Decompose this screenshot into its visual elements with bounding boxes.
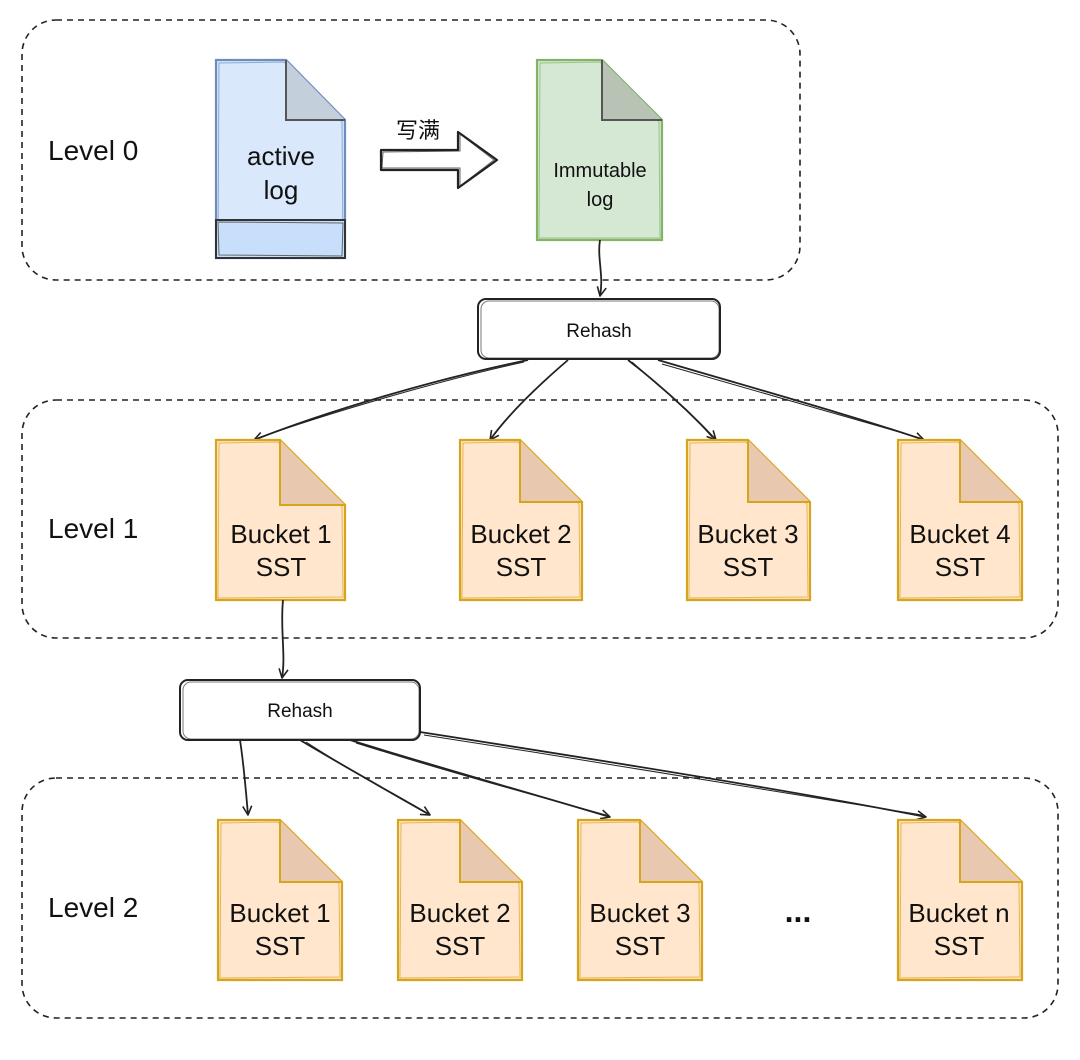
level2-bucket-2-name: Bucket 2 bbox=[409, 898, 510, 928]
level-0-label: Level 0 bbox=[48, 135, 138, 166]
level2-bucket-n: Bucket n SST bbox=[896, 818, 1024, 982]
active-log-document: active log bbox=[214, 58, 347, 260]
active-log-label-line2: log bbox=[264, 175, 299, 205]
level2-bucket-2: Bucket 2 SST bbox=[396, 818, 524, 982]
level1-bucket-3: Bucket 3 SST bbox=[685, 438, 812, 602]
active-log-label-line1: active bbox=[247, 141, 315, 171]
level1-bucket-1: Bucket 1 SST bbox=[214, 438, 347, 602]
immutable-log-document: Immutable log bbox=[535, 58, 664, 242]
ellipsis: ... bbox=[785, 893, 812, 929]
arrow-immutable-to-rehash bbox=[596, 239, 607, 297]
write-full-arrow: 写满 bbox=[379, 118, 499, 190]
level-0-container bbox=[21, 19, 801, 281]
level-2-label: Level 2 bbox=[48, 892, 138, 923]
level2-bucket-1-name: Bucket 1 bbox=[229, 898, 330, 928]
level2-bucket-n-type: SST bbox=[934, 931, 985, 961]
level1-bucket-3-type: SST bbox=[723, 552, 774, 582]
immutable-log-label-line2: log bbox=[587, 189, 614, 211]
arrow-bucket1-to-rehash2 bbox=[278, 599, 289, 679]
level1-bucket-1-name: Bucket 1 bbox=[230, 519, 331, 549]
level1-bucket-2-name: Bucket 2 bbox=[470, 519, 571, 549]
level1-bucket-2: Bucket 2 SST bbox=[458, 438, 584, 602]
level1-bucket-4: Bucket 4 SST bbox=[896, 438, 1024, 602]
level-1-label: Level 1 bbox=[48, 513, 138, 544]
level2-bucket-1: Bucket 1 SST bbox=[216, 818, 344, 982]
rehash-1-box: Rehash bbox=[477, 298, 721, 360]
level-1-container bbox=[21, 399, 1059, 639]
arrow-rehash1-bucket2 bbox=[489, 359, 569, 441]
level2-bucket-3-type: SST bbox=[615, 931, 666, 961]
level1-bucket-3-name: Bucket 3 bbox=[697, 519, 798, 549]
level2-bucket-1-type: SST bbox=[255, 931, 306, 961]
rehash-2-label: Rehash bbox=[267, 701, 333, 722]
level2-bucket-2-type: SST bbox=[435, 931, 486, 961]
level2-bucket-3-name: Bucket 3 bbox=[589, 898, 690, 928]
rehash-2-box: Rehash bbox=[179, 679, 421, 741]
level2-bucket-n-name: Bucket n bbox=[908, 898, 1009, 928]
immutable-log-label-line1: Immutable bbox=[553, 160, 646, 182]
level1-bucket-1-type: SST bbox=[256, 552, 307, 582]
level1-bucket-2-type: SST bbox=[496, 552, 547, 582]
level1-bucket-4-name: Bucket 4 bbox=[909, 519, 1010, 549]
level1-bucket-4-type: SST bbox=[935, 552, 986, 582]
rehash-1-label: Rehash bbox=[566, 321, 632, 342]
level2-bucket-3: Bucket 3 SST bbox=[576, 818, 704, 982]
write-full-label: 写满 bbox=[396, 118, 440, 143]
level-2-container bbox=[21, 777, 1059, 1019]
arrow-rehash2-bucket1 bbox=[239, 739, 253, 816]
